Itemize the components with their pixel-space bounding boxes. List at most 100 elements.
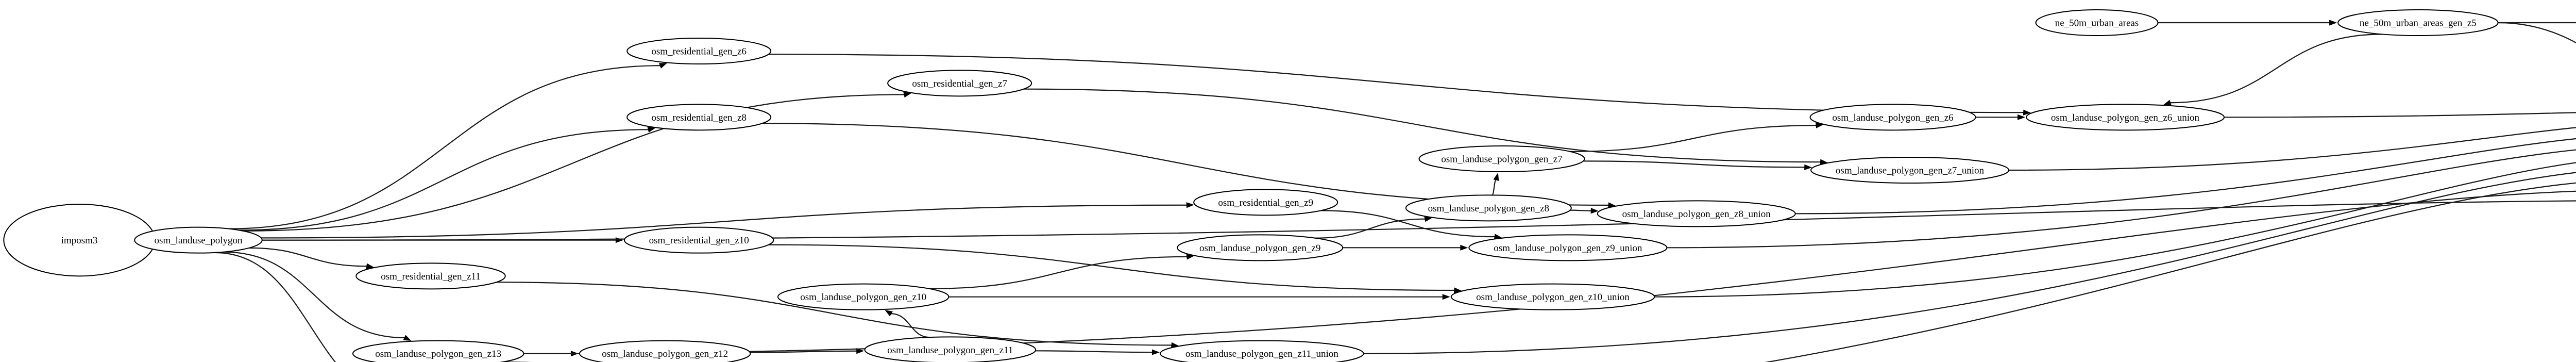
edge-arrowhead [1151,349,1160,355]
node-osm_residential_gen_z11[interactable] [355,262,506,290]
edge-osm_landuse_polygon_gen_z8-to-osm_landuse_polygon_gen_z8_union [1570,209,1591,211]
edge-arrowhead [1171,342,1179,348]
node-osm_landuse_polygon_gen_z7_union[interactable] [1810,157,2009,184]
edge-osm_landuse_polygon_gen_z12-to-osm_landuse_polygon_gen_z11 [750,350,857,353]
edge-arrowhead [1460,244,1468,251]
edge-arrowhead [615,237,623,243]
edge-osm_residential_gen_z9-to-osm_landuse_polygon_gen_z9_union [1320,210,1495,238]
node-osm_landuse_polygon_gen_z8_union[interactable] [1597,200,1796,227]
edge-arrowhead [1820,159,1828,165]
node-label-osm_landuse_polygon_gen_z9: osm_landuse_polygon_gen_z9 [1199,243,1320,254]
edge-arrowhead [2163,100,2172,106]
node-label-osm_landuse_polygon_gen_z8: osm_landuse_polygon_gen_z8 [1428,203,1549,214]
edge-osm_landuse_polygon_gen_z11_union-to-z11 [1363,172,2576,354]
node-osm_landuse_polygon_gen_z13[interactable] [352,340,524,362]
edge-arrowhead [1493,172,1499,181]
node-label-osm_landuse_polygon_gen_z7_union: osm_landuse_polygon_gen_z7_union [1836,166,1985,176]
edge-arrowhead [2018,114,2025,120]
node-label-osm_residential_gen_z7: osm_residential_gen_z7 [912,78,1007,89]
edge-arrowhead [658,63,667,69]
edge-arrowhead [403,335,412,341]
edge-osm_landuse_polygon_gen_z13-to-z13 [523,190,2576,354]
edge-arrowhead [1815,122,1824,128]
edge-osm_landuse_polygon_gen_z11-to-osm_landuse_polygon_gen_z10 [891,313,930,338]
node-label-osm_landuse_polygon_gen_z12: osm_landuse_polygon_gen_z12 [602,349,728,359]
node-osm_landuse_polygon_gen_z8[interactable] [1405,194,1572,222]
edge-osm_landuse_polygon-to-osm_landuse_polygon_gen_z13 [223,251,405,339]
edge-ne_50m_urban_areas_gen_z5-to-osm_landuse_polygon_gen_z6_union [2170,34,2382,104]
edge-osm_landuse_polygon-to-osm_residential_gen_z12 [214,252,336,362]
node-label-osm_landuse_polygon_gen_z10: osm_landuse_polygon_gen_z10 [800,292,926,303]
edge-osm_landuse_polygon_gen_z7-to-osm_landuse_polygon_gen_z7_union [1583,160,1805,168]
node-label-osm_landuse_polygon_gen_z9_union: osm_landuse_polygon_gen_z9_union [1494,243,1642,254]
node-osm_landuse_polygon_gen_z9[interactable] [1177,234,1344,261]
edge-osm_landuse_polygon-to-osm_residential_gen_z9 [261,204,1187,239]
node-osm_landuse_polygon_gen_z10_union[interactable] [1450,283,1655,310]
edge-osm_landuse_polygon_gen_z7_union-to-z7 [2008,127,2576,171]
node-label-osm_landuse_polygon_gen_z8_union: osm_landuse_polygon_gen_z8_union [1622,209,1771,220]
edge-osm_residential_gen_z6-to-osm_landuse_polygon_gen_z6_union [768,54,2024,113]
node-osm_residential_gen_z6[interactable] [626,38,772,64]
node-osm_residential_gen_z7[interactable] [887,70,1032,97]
node-label-osm_landuse_polygon_gen_z10_union: osm_landuse_polygon_gen_z10_union [1476,292,1630,303]
node-osm_landuse_polygon_gen_z11[interactable] [864,336,1037,362]
edge-arrowhead [1442,294,1450,300]
edge-arrowhead [856,348,865,354]
node-label-osm_landuse_polygon_gen_z11: osm_landuse_polygon_gen_z11 [887,345,1013,356]
node-osm_residential_gen_z10[interactable] [623,226,774,254]
node-osm_landuse_polygon_gen_z6_union[interactable] [2026,104,2225,131]
edge-osm_landuse_polygon-to-osm_residential_gen_z8 [239,129,649,231]
edge-osm_residential_gen_z11-to-osm_landuse_polygon_gen_z11_union [496,282,1172,346]
node-label-osm_landuse_polygon_gen_z7: osm_landuse_polygon_gen_z7 [1441,154,1562,165]
edge-arrowhead [2023,109,2031,116]
edge-arrowhead [903,92,912,98]
nodes-layer: imposm3 osm_landuse_polygon osm_residentia… [3,9,2499,362]
node-label-osm_landuse_polygon_gen_z6_union: osm_landuse_polygon_gen_z6_union [2051,112,2200,123]
node-ne_50m_urban_areas[interactable] [2035,9,2159,36]
edge-osm_residential_gen_z10-to-osm_landuse_polygon_gen_z10_union [768,244,1455,291]
edge-osm_landuse_polygon-to-osm_residential_gen_z7 [243,94,905,232]
edge-osm_landuse_polygon_gen_z8-to-osm_landuse_polygon_gen_z7 [1491,179,1497,196]
node-label-imposm3: imposm3 [61,235,98,246]
node-ne_50m_urban_areas_gen_z5[interactable] [2337,9,2499,36]
node-label-osm_residential_gen_z9: osm_residential_gen_z9 [1218,198,1313,208]
edge-arrowhead [1186,202,1194,208]
edge-osm_landuse_polygon_gen_z12_union-to-z12 [1765,182,2576,362]
edge-osm_landuse_polygon_gen_z8_union-to-z8 [1795,138,2576,215]
edge-ne_50m_urban_areas_gen_z5-to-z5 [2498,22,2576,44]
node-osm_landuse_polygon_gen_z11_union[interactable] [1160,340,1364,362]
edge-osm_landuse_polygon_gen_z11-to-osm_landuse_polygon_gen_z11_union [1035,350,1153,353]
node-osm_landuse_polygon_gen_z10[interactable] [777,283,950,310]
edge-osm_residential_gen_z7-to-osm_landuse_polygon_gen_z7_union [1023,88,1821,163]
node-label-osm_residential_gen_z6: osm_residential_gen_z6 [651,46,747,57]
node-label-ne_50m_urban_areas_gen_z5: ne_50m_urban_areas_gen_z5 [2360,18,2477,29]
node-osm_landuse_polygon[interactable] [134,226,263,254]
node-osm_landuse_polygon_gen_z9_union[interactable] [1468,234,1668,261]
edge-osm_landuse_polygon_gen_z9-to-osm_landuse_polygon_gen_z8 [1315,218,1426,239]
edge-arrowhead [1186,254,1195,260]
edges-layer [135,20,2576,362]
node-label-ne_50m_urban_areas: ne_50m_urban_areas [2055,18,2139,29]
node-osm_landuse_polygon_gen_z7[interactable] [1418,145,1585,172]
edge-osm_landuse_polygon_gen_z9_union-to-z9 [1667,149,2576,249]
node-label-osm_landuse_polygon_gen_z11_union: osm_landuse_polygon_gen_z11_union [1185,349,1338,359]
edge-arrowhead [1804,164,1812,170]
edge-osm_landuse_polygon_gen_z6_union-to-z6 [2224,112,2576,118]
node-label-osm_residential_gen_z11: osm_residential_gen_z11 [381,271,480,282]
edge-arrowhead [1424,216,1433,222]
edge-osm_landuse_polygon_gen_z7-to-osm_landuse_polygon_gen_z6 [1570,125,1817,153]
node-osm_residential_gen_z8[interactable] [626,104,772,131]
edge-arrowhead [885,309,893,317]
edge-arrowhead [1608,202,1616,208]
edge-arrowhead [647,127,656,133]
node-label-osm_landuse_polygon: osm_landuse_polygon [155,235,243,246]
node-label-osm_residential_gen_z8: osm_residential_gen_z8 [651,112,747,123]
node-label-osm_residential_gen_z10: osm_residential_gen_z10 [649,235,749,246]
edge-osm_landuse_polygon_gen_z10-to-osm_landuse_polygon_gen_z9 [929,256,1188,289]
edge-arrowhead [2329,20,2337,26]
node-osm_residential_gen_z9[interactable] [1193,189,1338,216]
node-osm_landuse_polygon_gen_z12[interactable] [579,340,751,362]
node-osm_landuse_polygon_gen_z6[interactable] [1809,104,1976,131]
